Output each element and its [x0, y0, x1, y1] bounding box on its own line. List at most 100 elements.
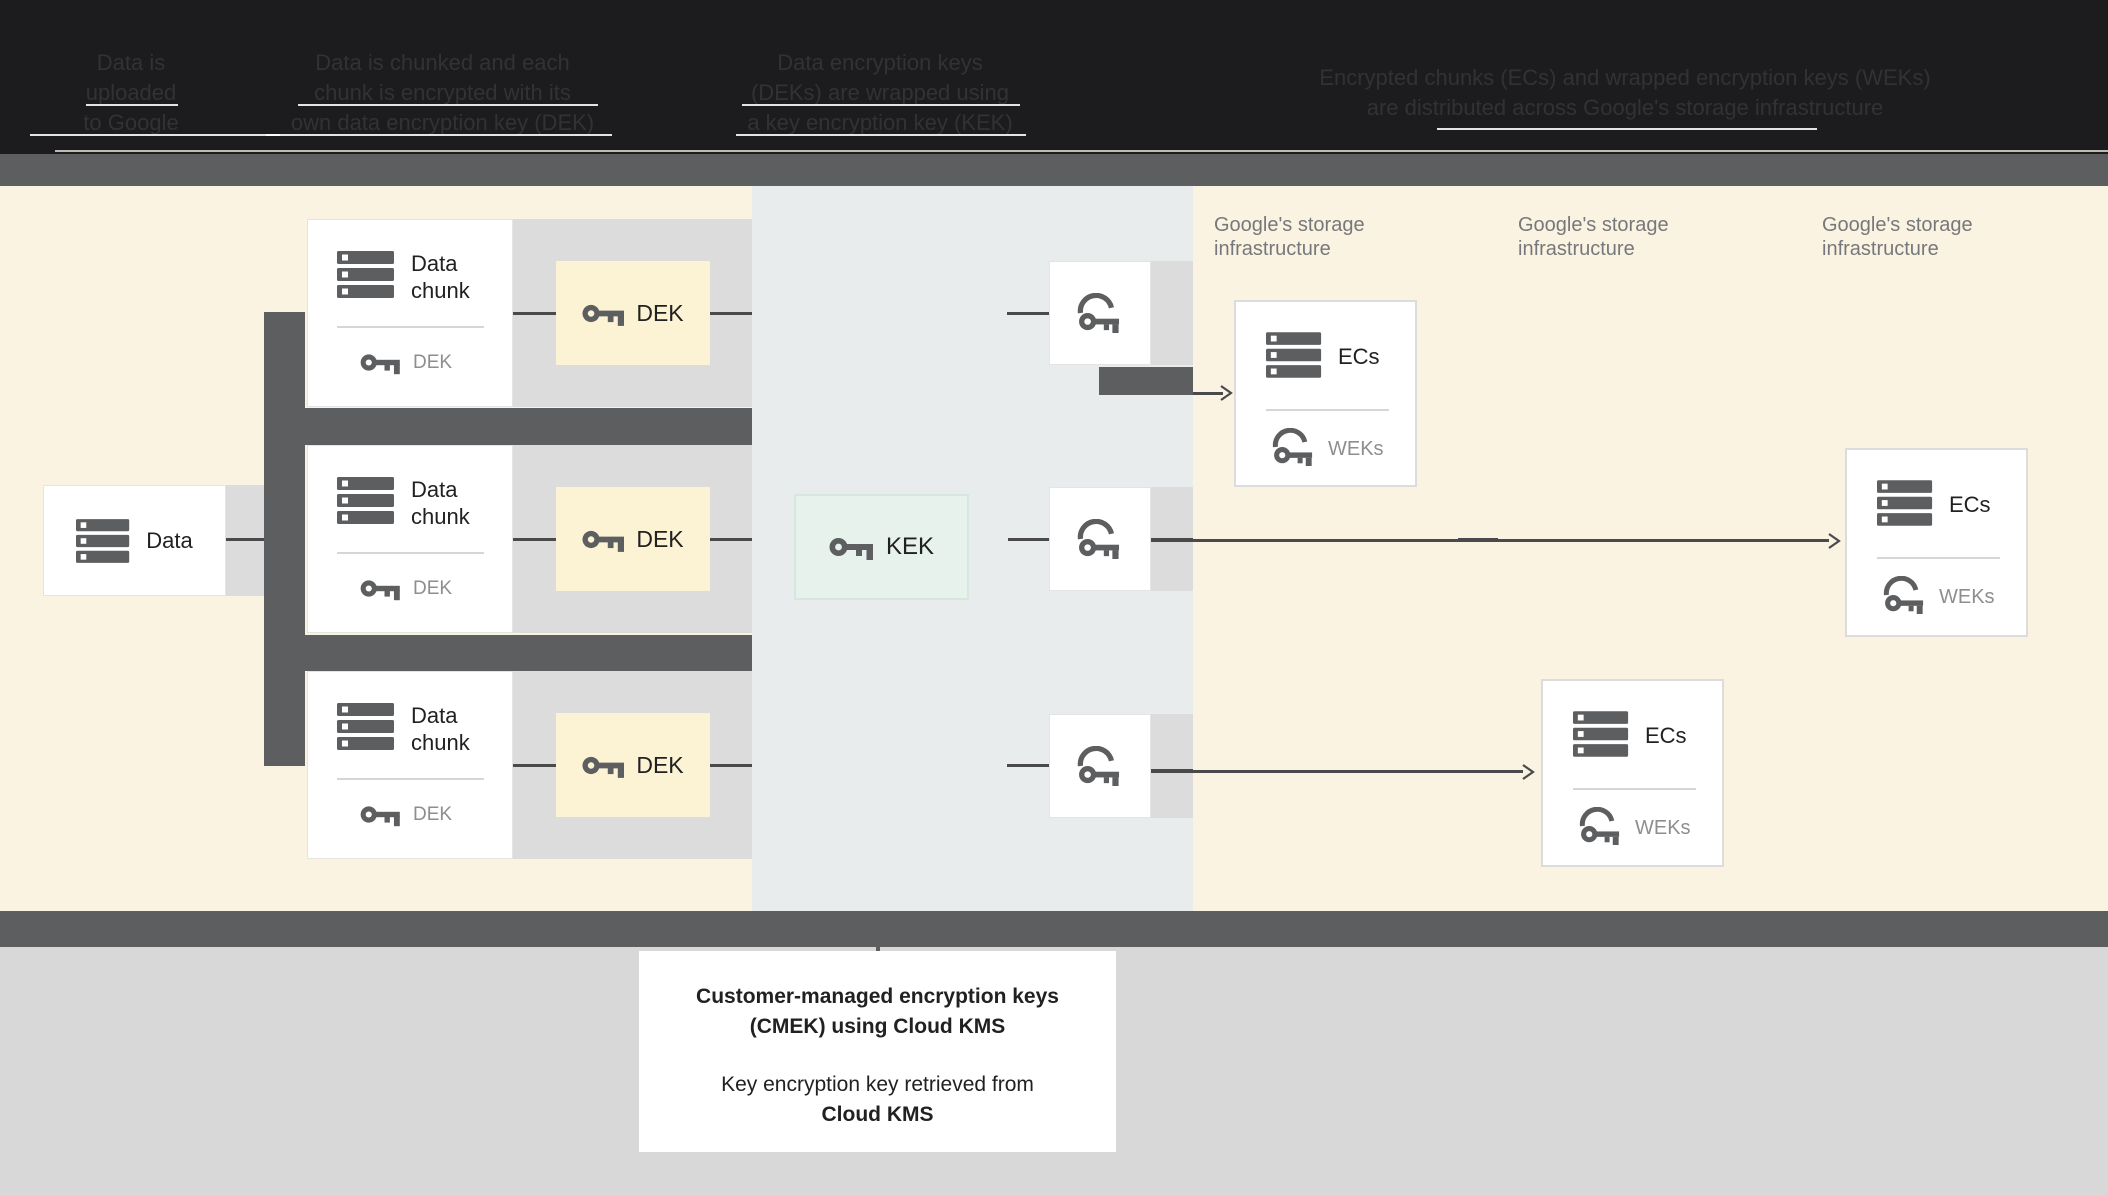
- arrowhead-icon: [1827, 532, 1841, 550]
- header-underline: [298, 104, 598, 106]
- data-chunk-label: Data chunk: [411, 476, 470, 530]
- header-step-4-line: Encrypted chunks (ECs) and wrapped encry…: [1319, 65, 1931, 90]
- bottom-divider-bar: [0, 911, 2108, 947]
- chunk-to-dek-line: [513, 312, 556, 315]
- header-step-2-line: own data encryption key (DEK): [290, 110, 595, 135]
- arrowhead-icon: [1219, 384, 1233, 402]
- dek-to-kms-line: [710, 764, 752, 767]
- header-underline: [30, 134, 280, 136]
- database-icon: [337, 703, 397, 750]
- header-step-3-line: a key encryption key (KEK): [747, 110, 1013, 135]
- flow-arrow-line: [1193, 392, 1223, 395]
- wrapped-key-backdrop: [1151, 714, 1193, 818]
- header-step-2-line: Data is chunked and each: [315, 50, 570, 75]
- dek-box-label: DEK: [636, 299, 684, 326]
- flow-arrow-line: [1458, 538, 1498, 542]
- chunk-divider: [337, 552, 484, 554]
- kms-stub-line: [1007, 312, 1049, 315]
- ecs-label: ECs: [1645, 723, 1687, 748]
- dek-to-kms-line: [710, 312, 752, 315]
- data-chunk-box: Data chunk DEK: [307, 671, 513, 859]
- kek-box-label: KEK: [885, 533, 935, 560]
- storage-infra-label: Google's storage infrastructure: [1518, 213, 1768, 261]
- wrapped-key-icon: [1077, 519, 1123, 559]
- kms-stub-line: [1007, 764, 1049, 767]
- header-underline: [742, 104, 1020, 106]
- data-chunk-box: Data chunk DEK: [307, 219, 513, 407]
- dek-box-label: DEK: [636, 751, 684, 778]
- caption-line-1: Customer-managed encryption keys: [696, 985, 1059, 1008]
- key-icon: [582, 299, 624, 328]
- chunk-dek-label: DEK: [413, 578, 453, 599]
- caption-line-2: (CMEK) using Cloud KMS: [749, 1015, 1006, 1038]
- storage-infra-label-line: infrastructure: [1518, 238, 1635, 260]
- data-box-label: Data: [146, 527, 193, 553]
- data-chunk-label-line: chunk: [411, 730, 470, 755]
- header-step-4-line: are distributed across Google's storage …: [1366, 95, 1884, 120]
- header-step-4: Encrypted chunks (ECs) and wrapped encry…: [1295, 63, 1955, 123]
- header-step-1-line: uploaded: [85, 80, 177, 105]
- key-icon: [360, 349, 400, 376]
- chunk-divider: [337, 778, 484, 780]
- data-chunk-label: Data chunk: [411, 250, 470, 304]
- chunk-flow-bar: [264, 408, 752, 445]
- caption-connector-tick: [876, 947, 880, 953]
- storage-infra-label: Google's storage infrastructure: [1822, 213, 2072, 261]
- header-underline: [86, 104, 178, 106]
- ecs-box: ECs WEKs: [1541, 679, 1724, 867]
- key-icon: [582, 525, 624, 554]
- data-trunk-connector: [264, 312, 305, 766]
- chunk-to-dek-line: [513, 538, 556, 541]
- chunk-divider: [337, 326, 484, 328]
- chunk-flow-bar: [264, 635, 752, 671]
- ecs-label: ECs: [1949, 492, 1991, 517]
- database-icon: [1573, 711, 1631, 757]
- data-connector-line: [226, 538, 264, 541]
- top-divider-bar: [0, 154, 2108, 186]
- wrapped-key-icon: [1077, 293, 1123, 333]
- storage-infra-label-line: infrastructure: [1822, 238, 1939, 260]
- weks-label: WEKs: [1635, 817, 1691, 839]
- storage-infra-label-line: Google's storage: [1214, 214, 1365, 236]
- wrapped-key-box: [1049, 714, 1151, 818]
- data-chunk-label-line: chunk: [411, 278, 470, 303]
- dek-box-label: DEK: [636, 525, 684, 552]
- header-bottom-edge: [55, 150, 2108, 152]
- header-banner: Data is uploaded to Google Data is chunk…: [0, 0, 2108, 154]
- data-chunk-label-line: Data: [411, 703, 458, 728]
- kms-stub-line: [1008, 538, 1049, 541]
- dek-to-kms-line: [710, 538, 752, 541]
- header-step-2-line: chunk is encrypted with its: [314, 80, 571, 105]
- dek-box: DEK: [556, 487, 710, 591]
- ecs-divider: [1266, 409, 1389, 411]
- data-chunk-label-line: chunk: [411, 504, 470, 529]
- wrap-flow-bar: [1099, 367, 1193, 395]
- key-icon: [360, 801, 400, 828]
- header-step-1: Data is uploaded to Google: [36, 48, 226, 138]
- caption-box: Customer-managed encryption keys (CMEK) …: [639, 951, 1116, 1152]
- header-step-3-line: (DEKs) are wrapped using: [750, 80, 1009, 105]
- wrapped-key-backdrop: [1151, 261, 1193, 365]
- storage-infra-label: Google's storage infrastructure: [1214, 213, 1464, 261]
- storage-infra-label-line: Google's storage: [1822, 214, 1973, 236]
- data-chunk-label-line: Data: [411, 477, 458, 502]
- ecs-divider: [1573, 788, 1696, 790]
- key-icon: [360, 575, 400, 602]
- dek-box: DEK: [556, 261, 710, 365]
- header-step-1-line: to Google: [83, 110, 179, 135]
- chunk-dek-label: DEK: [413, 352, 453, 373]
- weks-label: WEKs: [1328, 438, 1384, 460]
- weks-label: WEKs: [1939, 586, 1995, 608]
- data-chunk-label: Data chunk: [411, 702, 470, 756]
- wrapped-key-icon: [1883, 576, 1927, 614]
- caption-spacer: [639, 1042, 1116, 1070]
- caption-line-4: Cloud KMS: [821, 1103, 934, 1126]
- flow-arrow-line: [1151, 770, 1523, 773]
- header-step-3-line: Data encryption keys: [777, 50, 983, 75]
- chunk-to-dek-line: [513, 764, 556, 767]
- ecs-box: ECs WEKs: [1234, 300, 1417, 487]
- ecs-divider: [1877, 557, 2000, 559]
- database-icon: [337, 477, 397, 524]
- chunk-dek-label: DEK: [413, 804, 453, 825]
